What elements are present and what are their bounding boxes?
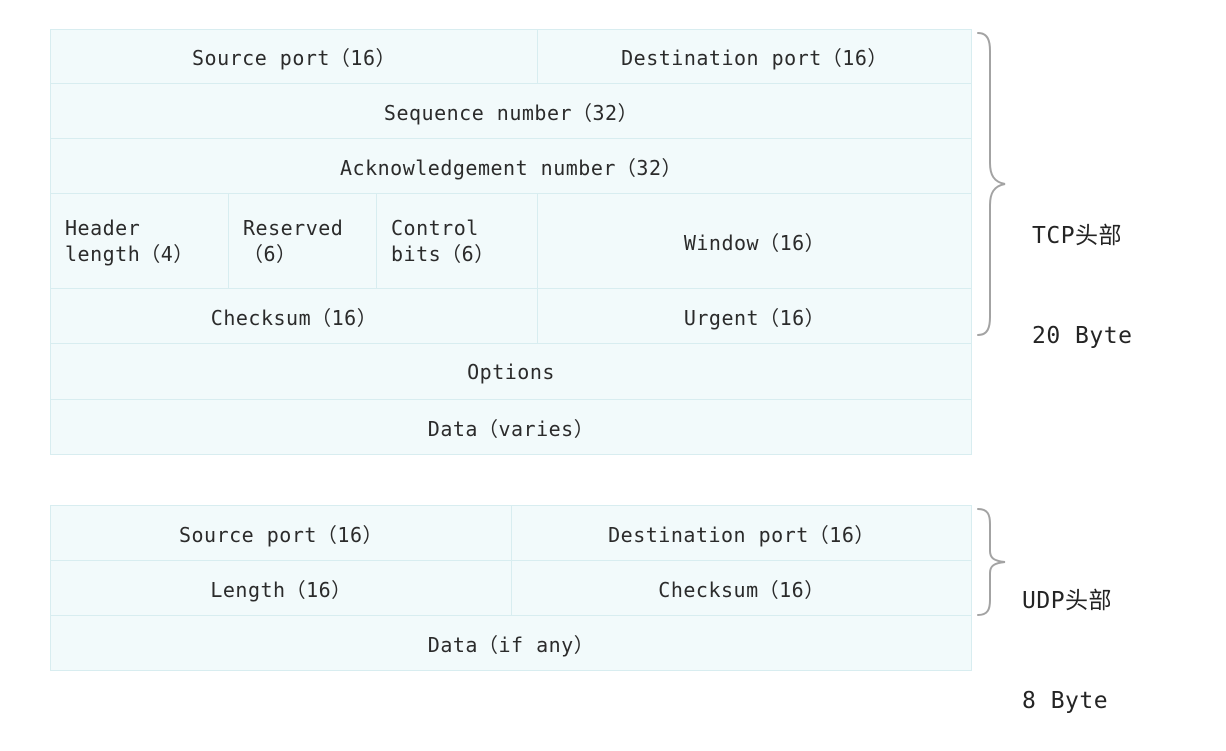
tcp-annotation-line-2: 20 Byte <box>1032 322 1133 349</box>
tcp-annotation-line-1: TCP头部 <box>1032 222 1123 249</box>
tcp-cell-sequence-number: Sequence number（32） <box>49 83 973 139</box>
table-row: Options <box>49 343 973 400</box>
table-row: Length（16） Checksum（16） <box>50 560 972 616</box>
tcp-cell-checksum: Checksum（16） <box>49 288 539 344</box>
table-row: Source port（16） Destination port（16） <box>50 505 972 561</box>
tcp-cell-header-length: Header length（4） <box>50 193 229 289</box>
udp-annotation-line-2: 8 Byte <box>1022 687 1109 714</box>
udp-cell-source-port: Source port（16） <box>50 505 512 561</box>
tcp-cell-control-bits: Control bits（6） <box>375 193 539 289</box>
tcp-cell-options: Options <box>49 343 973 400</box>
udp-cell-destination-port: Destination port（16） <box>511 505 972 561</box>
table-row: Acknowledgement number（32） <box>49 138 973 194</box>
tcp-annotation: TCP头部 20 Byte <box>1032 153 1132 386</box>
tcp-header-brace <box>974 31 1010 337</box>
tcp-cell-urgent: Urgent（16） <box>537 288 973 344</box>
udp-annotation-line-1: UDP头部 <box>1022 587 1113 614</box>
table-row: Source port（16） Destination port（16） <box>49 29 973 84</box>
tcp-cell-window: Window（16） <box>537 193 973 289</box>
udp-cell-checksum: Checksum（16） <box>511 560 972 616</box>
udp-cell-data: Data（if any） <box>50 615 972 671</box>
tcp-cell-data: Data（varies） <box>49 399 973 455</box>
table-row: Checksum（16） Urgent（16） <box>49 288 973 344</box>
udp-annotation: UDP头部 8 Byte <box>1022 518 1112 751</box>
tcp-cell-destination-port: Destination port（16） <box>537 29 973 84</box>
udp-header-brace <box>974 507 1010 617</box>
udp-header-table: Source port（16） Destination port（16） Len… <box>50 505 972 671</box>
tcp-header-table: Source port（16） Destination port（16） Seq… <box>49 29 973 455</box>
tcp-cell-reserved: Reserved（6） <box>228 193 377 289</box>
udp-cell-length: Length（16） <box>50 560 512 616</box>
table-row: Data（if any） <box>50 615 972 671</box>
table-row: Header length（4） Reserved（6） Control bit… <box>50 193 973 289</box>
tcp-cell-source-port: Source port（16） <box>49 29 539 84</box>
table-row: Sequence number（32） <box>49 83 973 139</box>
tcp-cell-acknowledgement-number: Acknowledgement number（32） <box>49 138 973 194</box>
table-row: Data（varies） <box>49 399 973 455</box>
